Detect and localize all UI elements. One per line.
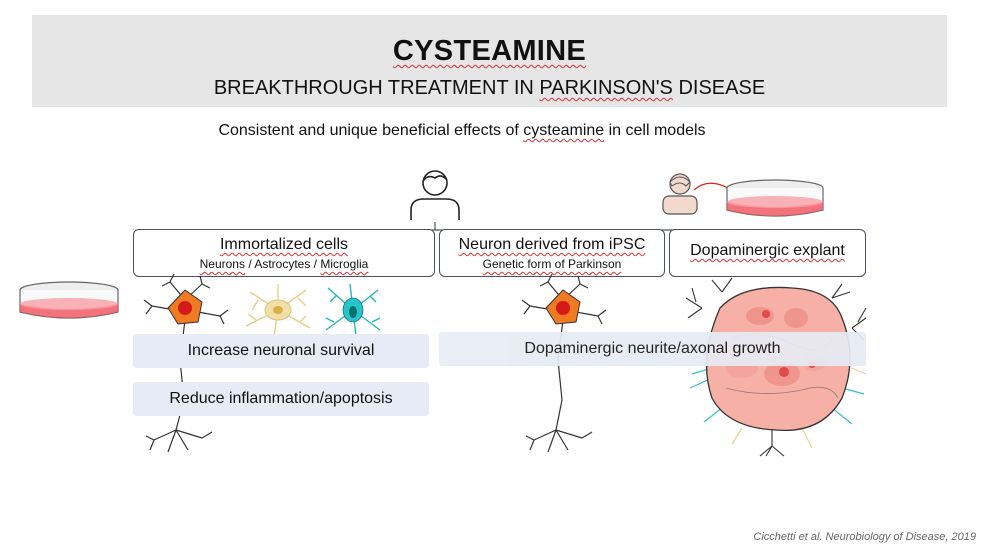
effect-label: Reduce inflammation/apoptosis <box>169 390 393 407</box>
surgeon-icon <box>662 173 698 215</box>
box-title: Neuron derived from iPSC <box>458 236 646 253</box>
effect-inflammation: Reduce inflammation/apoptosis <box>133 382 429 416</box>
effect-growth: Dopaminergic neurite/axonal growth <box>439 332 866 366</box>
neuron-icon <box>521 273 607 453</box>
page-subtitle: BREAKTHROUGH TREATMENT IN PARKINSON'S DI… <box>32 77 947 100</box>
box-sub: Genetic form of Parkinson <box>482 257 622 271</box>
lead-part-a: Consistent and unique beneficial effects… <box>218 122 524 139</box>
box-ipsc-neuron: Neuron derived from iPSC Genetic form of… <box>439 229 665 277</box>
petri-dish-icon <box>19 281 119 319</box>
box-title: Dopaminergic explant <box>690 242 845 259</box>
explant-tissue-icon <box>685 277 867 457</box>
effect-survival: Increase neuronal survival <box>133 334 429 368</box>
box-sub-a: Neurons <box>199 257 245 271</box>
petri-dish-icon <box>726 179 824 217</box>
astrocyte-icon <box>245 284 311 337</box>
subtitle-part-b: PARKINSON'S <box>539 77 673 99</box>
lead-text: Consistent and unique beneficial effects… <box>0 122 924 140</box>
box-title: Immortalized cells <box>219 236 349 253</box>
neuron-icon <box>143 273 229 453</box>
effect-label: Increase neuronal survival <box>187 342 375 359</box>
box-sub-c: Microglia <box>320 257 369 271</box>
microglia-icon <box>325 283 381 337</box>
page-title: CYSTEAMINE <box>392 35 587 67</box>
box-sub-b: / Astrocytes / <box>244 257 321 271</box>
subtitle-part-c: DISEASE <box>672 77 766 99</box>
subtitle-part-a: BREAKTHROUGH TREATMENT IN <box>213 77 540 99</box>
box-dopaminergic-explant: Dopaminergic explant <box>669 229 866 277</box>
effect-label: Dopaminergic neurite/axonal growth <box>524 340 781 357</box>
header-banner: CYSTEAMINE BREAKTHROUGH TREATMENT IN PAR… <box>32 15 947 107</box>
lead-part-b: cysteamine <box>523 122 605 139</box>
person-icon <box>410 170 460 220</box>
box-immortalized-cells: Immortalized cells Neurons / Astrocytes … <box>133 229 435 277</box>
lead-part-c: in cell models <box>604 122 706 139</box>
citation: Cicchetti et al. Neurobiology of Disease… <box>753 531 976 543</box>
